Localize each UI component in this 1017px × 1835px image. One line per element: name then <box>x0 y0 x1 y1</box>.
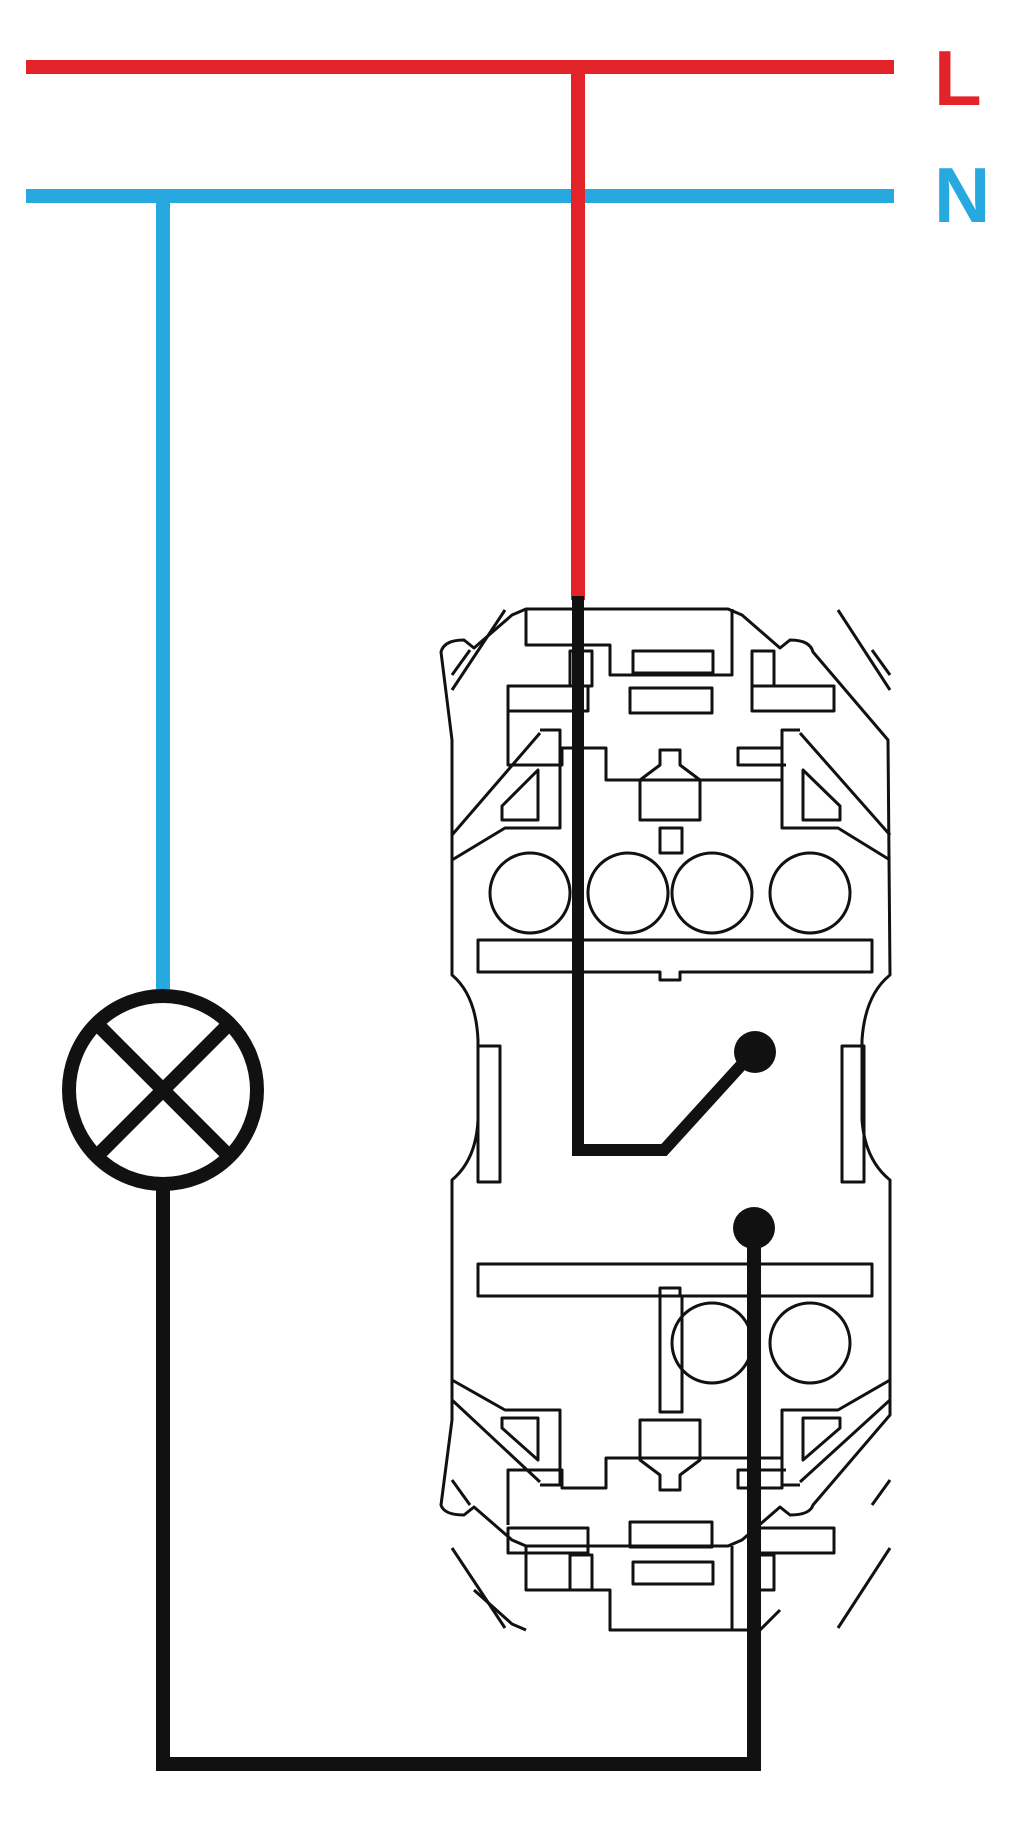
switch-input-wire <box>572 596 760 1156</box>
neutral-busbar <box>26 189 894 203</box>
switch-contact-bottom <box>733 1207 775 1249</box>
live-busbar <box>26 60 894 74</box>
lamp-symbol-icon <box>62 989 264 1191</box>
switched-return-wire <box>156 1190 761 1771</box>
live-label: L <box>934 34 982 122</box>
neutral-label: N <box>934 151 990 239</box>
switch-body-outline <box>439 607 892 1548</box>
switch-mechanism-outline <box>439 607 892 1632</box>
switch-contact-top <box>734 1031 776 1073</box>
